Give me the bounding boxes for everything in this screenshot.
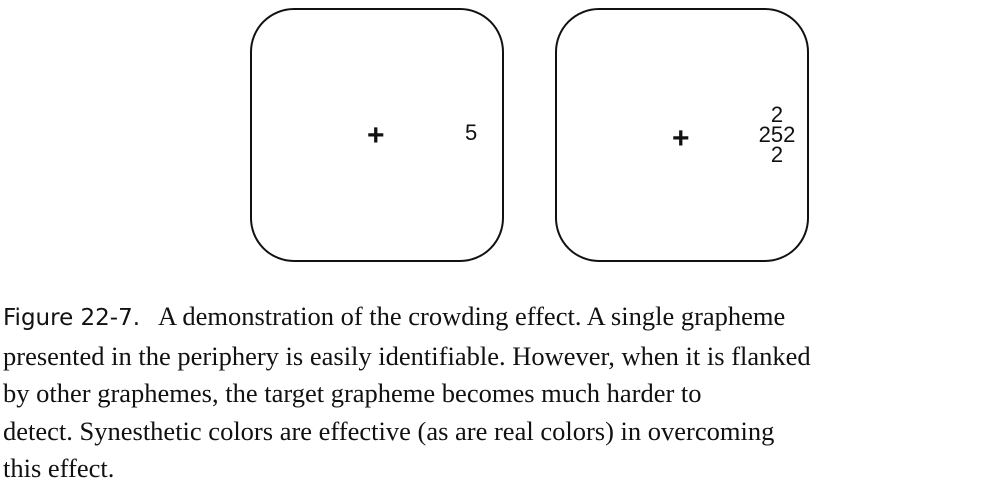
caption-text: A demonstration of the crowding effect. …	[158, 301, 786, 331]
caption-line-1: Figure 22-7. A demonstration of the crowd…	[3, 298, 997, 338]
caption-line-4: detect. Synesthetic colors are effective…	[3, 415, 775, 446]
caption-line-2: presented in the periphery is easily ide…	[3, 340, 811, 371]
flanker-top: 2	[770, 102, 784, 127]
caption-line-3: by other graphemes, the target grapheme …	[3, 378, 702, 408]
fixation-cross: +	[672, 122, 690, 155]
flanker-bottom: 2	[770, 142, 784, 167]
single-target-panel: + 5	[250, 8, 504, 262]
flanked-row: 252	[758, 122, 796, 147]
figure-label: Figure 22-7.	[3, 305, 141, 331]
flanked-grapheme-group: 2 252 2	[752, 102, 802, 167]
fixation-cross: +	[367, 119, 385, 152]
target-grapheme: 5	[465, 120, 478, 145]
caption-line-5: this effect.	[3, 453, 115, 483]
crowded-target-panel: + 2 252 2	[555, 8, 809, 262]
figure-caption: Figure 22-7. A demonstration of the crowd…	[3, 298, 997, 488]
